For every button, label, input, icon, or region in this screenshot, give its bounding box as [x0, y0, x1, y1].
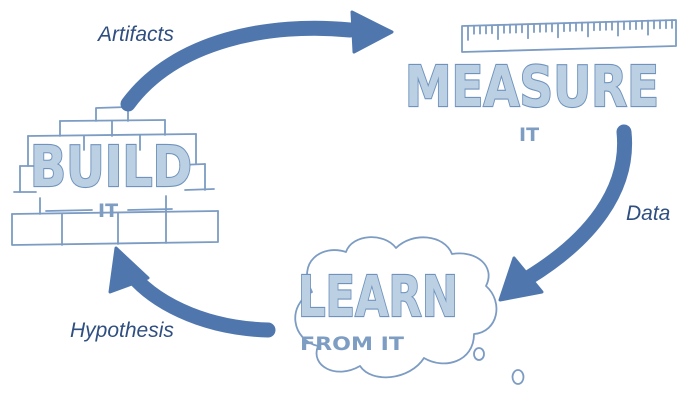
measure-title: MEASURE	[405, 55, 659, 120]
build-subtitle: IT	[98, 200, 118, 222]
build-subtitle-underline	[45, 208, 173, 212]
ruler-ticks	[467, 19, 673, 41]
build-title: BUILD	[30, 135, 192, 200]
thought-bubble-small	[473, 347, 485, 361]
artifacts-arrowhead	[350, 10, 394, 54]
learn-title: LEARN	[298, 265, 458, 330]
artifacts-label: Artifacts	[96, 23, 174, 46]
hypothesis-label: Hypothesis	[70, 319, 174, 342]
brick-wall-icon	[11, 106, 219, 246]
artifacts-arrow	[120, 20, 358, 112]
thought-bubble-large	[511, 369, 525, 385]
learn-subtitle: FROM IT	[300, 333, 404, 355]
thought-cloud-icon	[294, 236, 498, 379]
hypothesis-arrowhead	[108, 246, 150, 294]
data-arrow	[520, 124, 633, 286]
measure-subtitle: IT	[519, 124, 539, 146]
data-label: Data	[626, 202, 670, 225]
ruler-icon	[461, 19, 677, 53]
data-arrowhead	[498, 256, 544, 302]
